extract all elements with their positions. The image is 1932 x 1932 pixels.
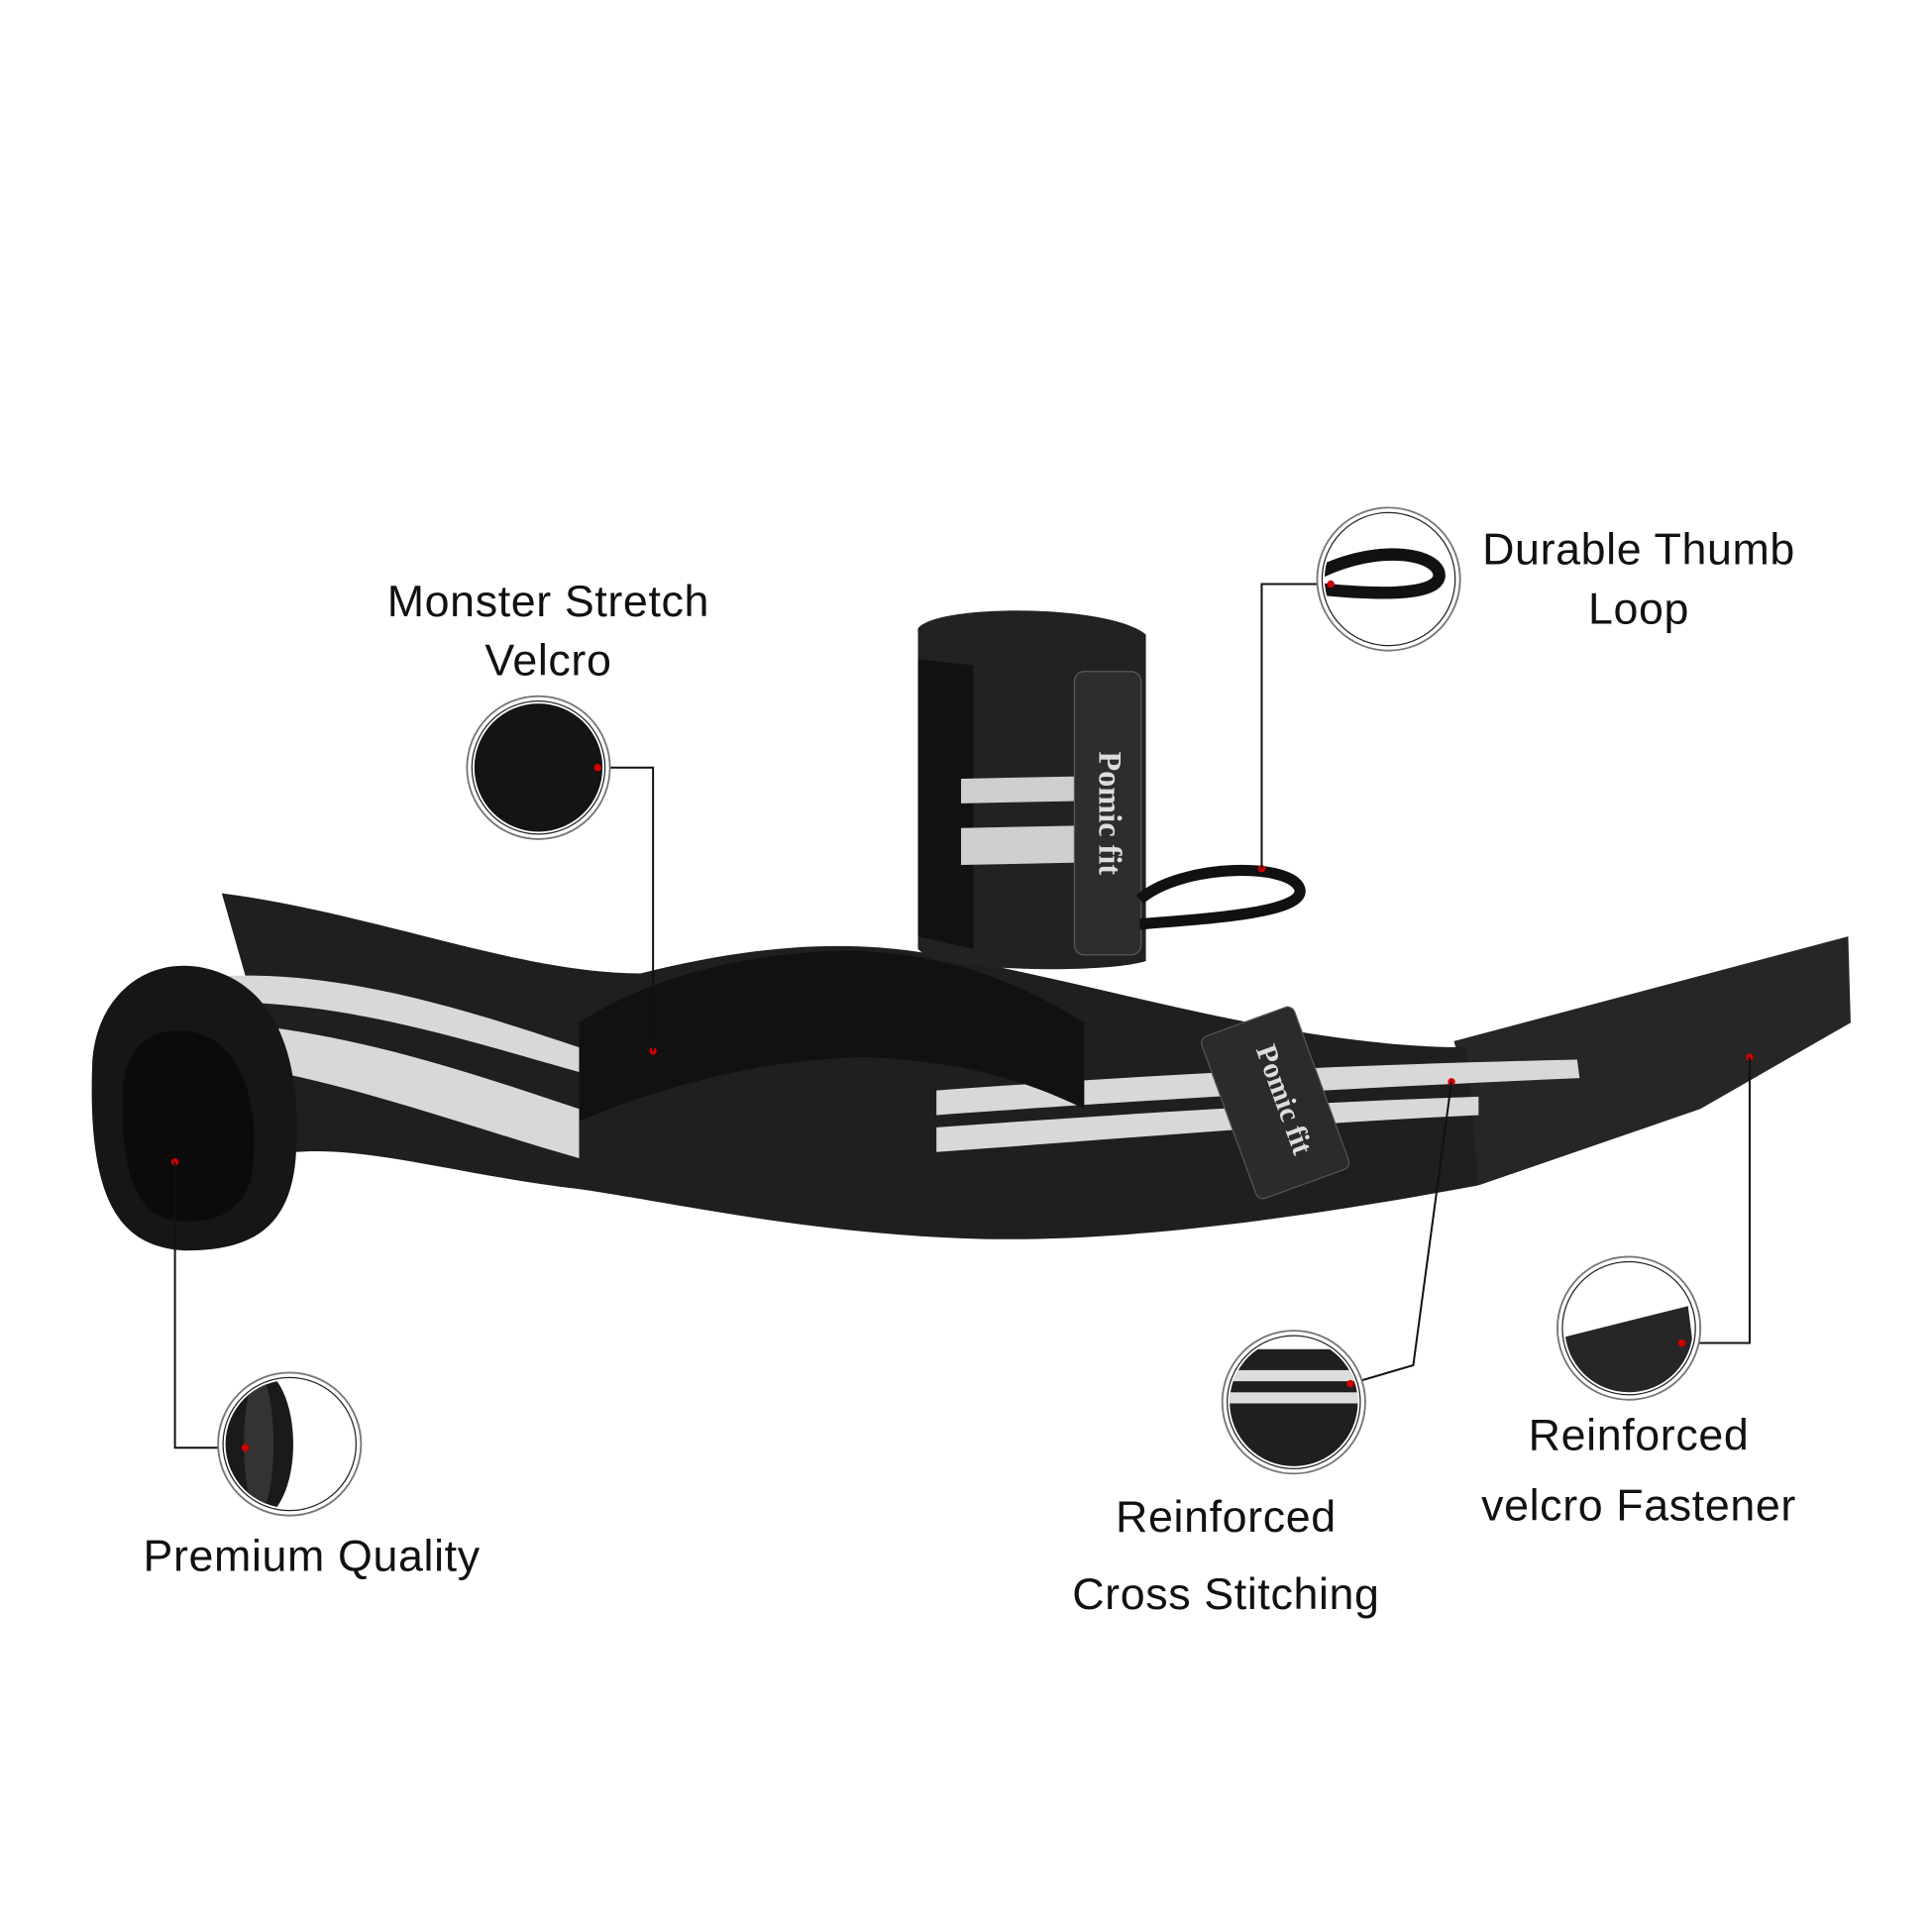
label-fastener-2: velcro Fastener xyxy=(1481,1481,1796,1531)
label-fastener-1: Reinforced xyxy=(1529,1411,1750,1460)
leader-fastener xyxy=(1681,1057,1751,1344)
label-premium-quality: Premium Quality xyxy=(144,1532,481,1581)
label-monster-stretch-1: Monster Stretch xyxy=(387,577,709,626)
main-wrist-strap: Pomic fit xyxy=(91,893,1851,1251)
label-cross-stitch-2: Cross Stitching xyxy=(1072,1569,1379,1619)
rolled-wrist-wrap: Pomic fit xyxy=(917,610,1306,970)
label-thumb-loop-2: Loop xyxy=(1588,584,1689,633)
label-thumb-loop-1: Durable Thumb xyxy=(1482,525,1795,575)
label-monster-stretch-2: Velcro xyxy=(484,636,611,686)
leader-velcro xyxy=(597,766,655,1051)
leader-thumb-loop xyxy=(1260,583,1332,869)
detail-circle-velcro xyxy=(466,695,611,840)
detail-circle-thumb-loop xyxy=(1316,506,1461,652)
thumb-loop xyxy=(1135,864,1306,930)
detail-circle-fastener xyxy=(1556,1255,1702,1401)
leader-cross-stitch xyxy=(1349,1081,1452,1385)
brand-logo-roll: Pomic fit xyxy=(1092,751,1127,875)
brand-tag-main: Pomic fit xyxy=(1201,1006,1350,1200)
detail-circle-premium xyxy=(217,1371,363,1517)
label-cross-stitch-1: Reinforced xyxy=(1116,1492,1337,1542)
detail-circle-cross-stitch xyxy=(1221,1330,1366,1475)
